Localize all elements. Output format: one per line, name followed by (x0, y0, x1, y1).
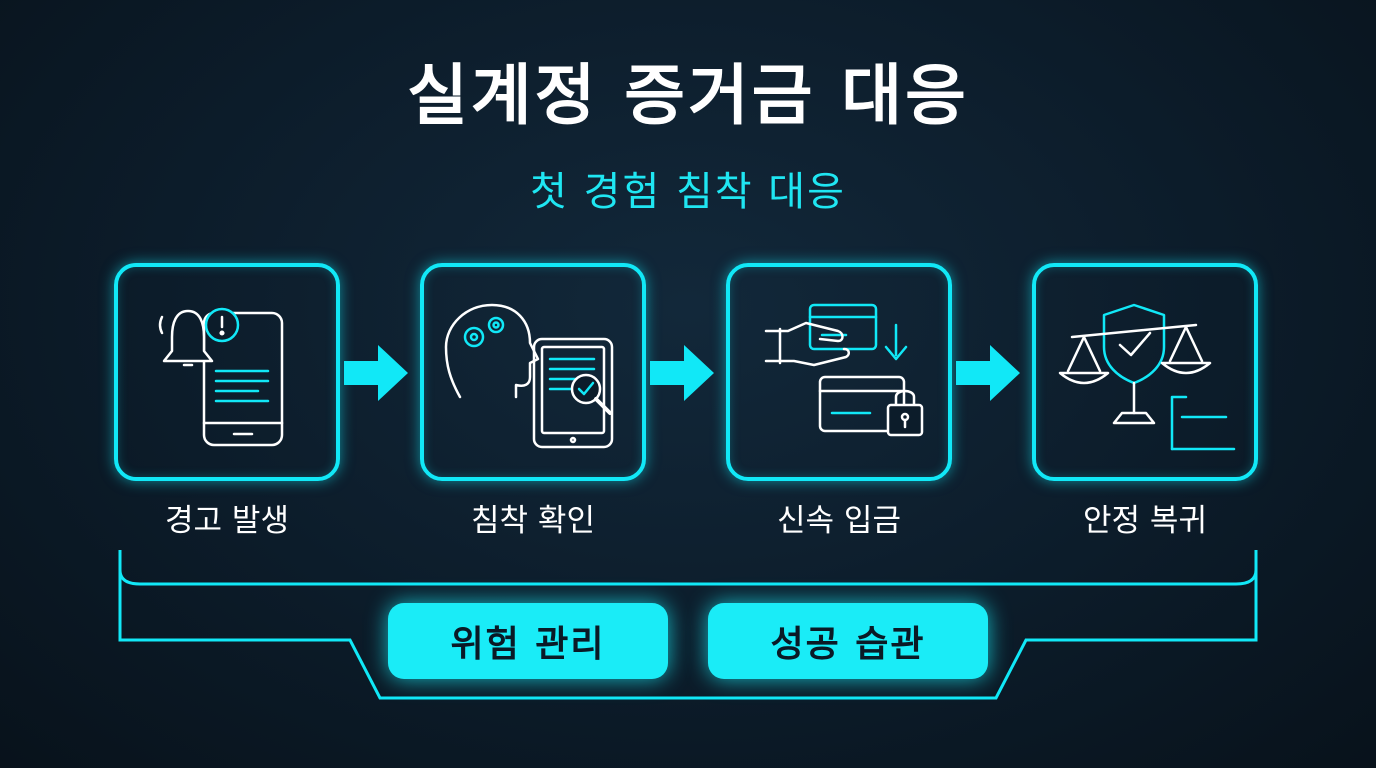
phone-alert-icon (158, 307, 284, 447)
step-box-warning (114, 263, 340, 481)
outcome-success-habit: 성공 습관 (708, 603, 988, 679)
head-checklist-icon (444, 303, 614, 449)
arrow-right-icon (650, 345, 714, 401)
step-box-check (420, 263, 646, 481)
arrow-right-icon (956, 345, 1020, 401)
step-label-deposit: 신속 입금 (777, 503, 901, 539)
page-title: 실계정 증거금 대응 (407, 57, 969, 134)
outcome-risk-management: 위험 관리 (388, 603, 668, 679)
shield-scale-icon (1058, 303, 1236, 451)
step-box-deposit (726, 263, 952, 481)
arrow-right-icon (344, 345, 408, 401)
step-label-warning: 경고 발생 (165, 503, 289, 539)
step-label-recovery: 안정 복귀 (1083, 503, 1207, 539)
step-box-recovery (1032, 263, 1258, 481)
page-subtitle: 첫 경험 침착 대응 (530, 169, 846, 215)
card-deposit-icon (764, 303, 924, 437)
step-label-check: 침착 확인 (471, 503, 595, 539)
